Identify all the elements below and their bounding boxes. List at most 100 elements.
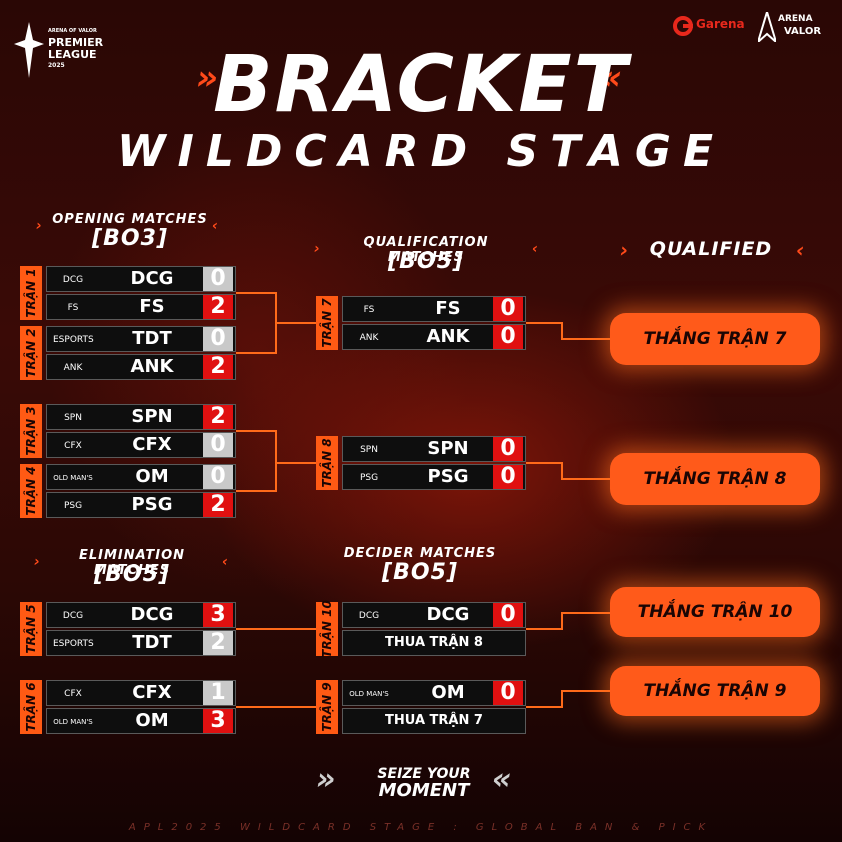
match-7-team-1: FS FS 0 — [342, 296, 526, 322]
team-name: SPN — [427, 438, 469, 459]
elimination-title: ELIMINATION MATCHES — [78, 548, 186, 578]
team-logo: FS — [67, 303, 79, 313]
match-10-slot-2: THUA TRẬN 8 — [342, 630, 526, 656]
garena-icon — [673, 16, 693, 36]
team-score: 0 — [493, 437, 523, 461]
qualification-title: QUALIFICATION MATCHES — [363, 235, 489, 265]
team-score: 2 — [203, 355, 233, 379]
team-logo: ESPORTS — [53, 335, 94, 345]
team-score: 0 — [203, 433, 233, 457]
title-chevron-left-icon: » — [196, 58, 219, 98]
match-2-team-1: ESPORTS TDT 0 — [46, 326, 236, 352]
decider-title: DECIDER MATCHES — [343, 546, 497, 561]
qualified-chevron-left-icon: › — [620, 238, 629, 262]
match-1-team-2: FS FS 2 — [46, 294, 236, 320]
team-name: FS — [139, 296, 165, 317]
match-5-team-1: DCG DCG 3 — [46, 602, 236, 628]
match-4-label: TRẬN 4 — [20, 464, 42, 518]
team-logo: DCG — [358, 611, 380, 621]
team-logo: SPN — [360, 445, 378, 455]
opening-title: OPENING MATCHES — [52, 212, 208, 227]
team-logo: DCG — [62, 275, 84, 285]
match-4-team-1: OLD MAN'S OM 0 — [46, 464, 236, 490]
match-10-team-1: DCG DCG 0 — [342, 602, 526, 628]
team-score: 3 — [203, 709, 233, 733]
team-name: OM — [135, 710, 169, 731]
garena-text: Garena — [696, 17, 745, 31]
team-score: 2 — [203, 405, 233, 429]
match-8-team-1: SPN SPN 0 — [342, 436, 526, 462]
team-logo: ANK — [359, 333, 379, 343]
placeholder-text: THUA TRẬN 7 — [385, 713, 483, 728]
team-score: 0 — [203, 267, 233, 291]
league-year: 2025 — [48, 62, 65, 69]
aov-logo: ARENA VALOR — [758, 10, 830, 44]
match-5-team-2: ESPORTS TDT 2 — [46, 630, 236, 656]
team-logo: PSG — [63, 501, 83, 511]
team-name: SPN — [131, 406, 173, 427]
league-line-1: ARENA OF VALOR — [48, 28, 97, 34]
team-score: 1 — [203, 681, 233, 705]
match-1-label: TRẬN 1 — [20, 266, 42, 320]
elimination-format: [BO5] — [94, 562, 170, 587]
match-7-label: TRẬN 7 — [316, 296, 338, 350]
team-name: PSG — [427, 466, 469, 487]
qualified-slot-1: THẮNG TRẬN 7 — [610, 313, 820, 365]
team-logo: SPN — [64, 413, 82, 423]
team-logo: CFX — [64, 689, 82, 699]
opening-chevron-left-icon: › — [36, 218, 42, 234]
match-6-team-1: CFX CFX 1 — [46, 680, 236, 706]
match-3-label: TRẬN 3 — [20, 404, 42, 458]
opening-chevron-right-icon: ‹ — [212, 218, 218, 234]
qualification-chevron-right-icon: ‹ — [532, 241, 538, 257]
match-9-label: TRẬN 9 — [316, 680, 338, 734]
slogan-line-2: MOMENT — [378, 780, 470, 801]
aov-emblem-icon — [758, 12, 776, 42]
match-10-label: TRẬN 10 — [316, 600, 338, 658]
placeholder-text: THUA TRẬN 8 — [385, 635, 483, 650]
team-score: 2 — [203, 631, 233, 655]
aov-text-1: ARENA — [778, 14, 813, 24]
apl-logo: ARENA OF VALOR PREMIER LEAGUE 2025 — [14, 18, 124, 88]
team-score: 0 — [493, 681, 523, 705]
team-name: DCG — [130, 268, 174, 289]
team-name: TDT — [132, 328, 172, 349]
team-name: CFX — [132, 434, 172, 455]
team-logo: CFX — [64, 441, 82, 451]
team-logo: FS — [363, 305, 375, 315]
league-line-3: LEAGUE — [48, 48, 97, 61]
team-name: FS — [435, 298, 461, 319]
team-logo: ESPORTS — [53, 639, 94, 649]
team-logo: OLD MAN'S — [349, 690, 389, 698]
garena-logo: Garena — [672, 14, 752, 38]
match-6-team-2: OLD MAN'S OM 3 — [46, 708, 236, 734]
team-name: ANK — [426, 326, 470, 347]
match-4-team-2: PSG PSG 2 — [46, 492, 236, 518]
elimination-chevron-right-icon: ‹ — [222, 554, 228, 570]
star-emblem-icon — [14, 22, 44, 78]
qualified-slot-3: THẮNG TRẬN 10 — [610, 587, 820, 637]
qualified-chevron-right-icon: ‹ — [796, 238, 805, 262]
page-title: BRACKET — [213, 40, 629, 130]
team-score: 0 — [493, 297, 523, 321]
team-score: 2 — [203, 295, 233, 319]
team-name: OM — [135, 466, 169, 487]
team-name: DCG — [426, 604, 470, 625]
team-score: 2 — [203, 493, 233, 517]
qualified-slot-4: THẮNG TRẬN 9 — [610, 666, 820, 716]
team-name: ANK — [130, 356, 174, 377]
match-1-team-1: DCG DCG 0 — [46, 266, 236, 292]
footer-chevron-right-icon: « — [492, 762, 512, 797]
match-8-label: TRẬN 8 — [316, 436, 338, 490]
match-2-team-2: ANK ANK 2 — [46, 354, 236, 380]
team-logo: ANK — [63, 363, 83, 373]
slogan-line-1: SEIZE YOUR — [377, 766, 471, 782]
team-name: CFX — [132, 682, 172, 703]
team-name: TDT — [132, 632, 172, 653]
team-name: OM — [431, 682, 465, 703]
match-2-label: TRẬN 2 — [20, 326, 42, 380]
qualified-slot-2: THẮNG TRẬN 8 — [610, 453, 820, 505]
team-score: 3 — [203, 603, 233, 627]
qualification-format: [BO5] — [388, 249, 464, 274]
team-logo: OLD MAN'S — [53, 474, 93, 482]
